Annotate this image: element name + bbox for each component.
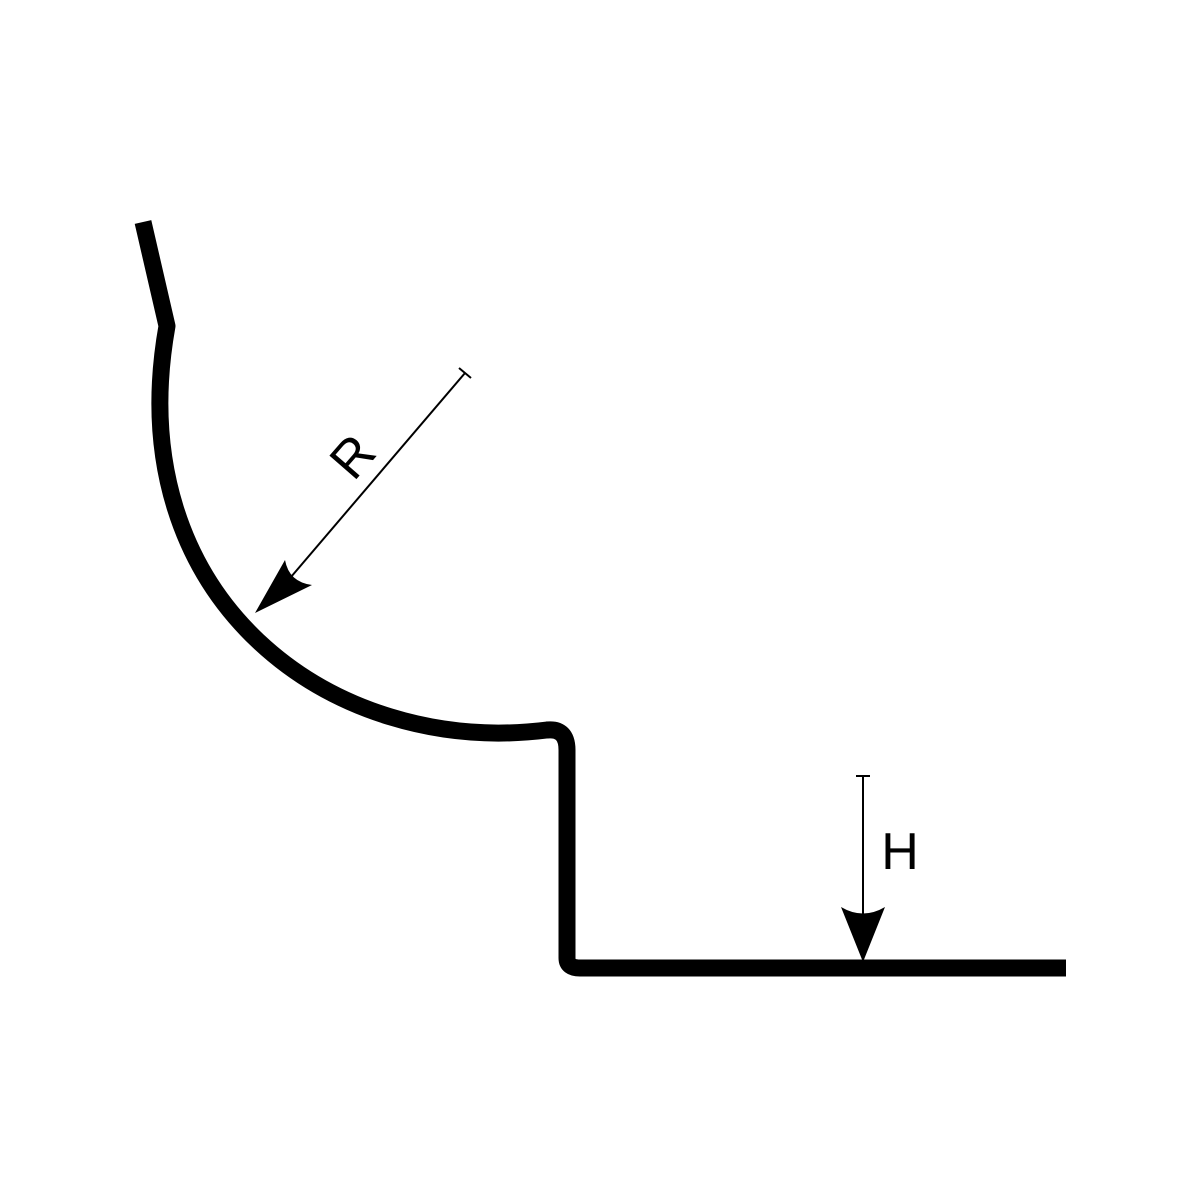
height-arrowhead	[841, 907, 885, 962]
radius-arrowhead	[255, 560, 312, 613]
gutter-profile-outline	[134, 220, 1066, 977]
height-label: H	[881, 823, 919, 881]
radius-end-tick	[458, 367, 472, 379]
height-dimension: H	[841, 775, 919, 962]
radius-dimension-line	[284, 372, 466, 585]
